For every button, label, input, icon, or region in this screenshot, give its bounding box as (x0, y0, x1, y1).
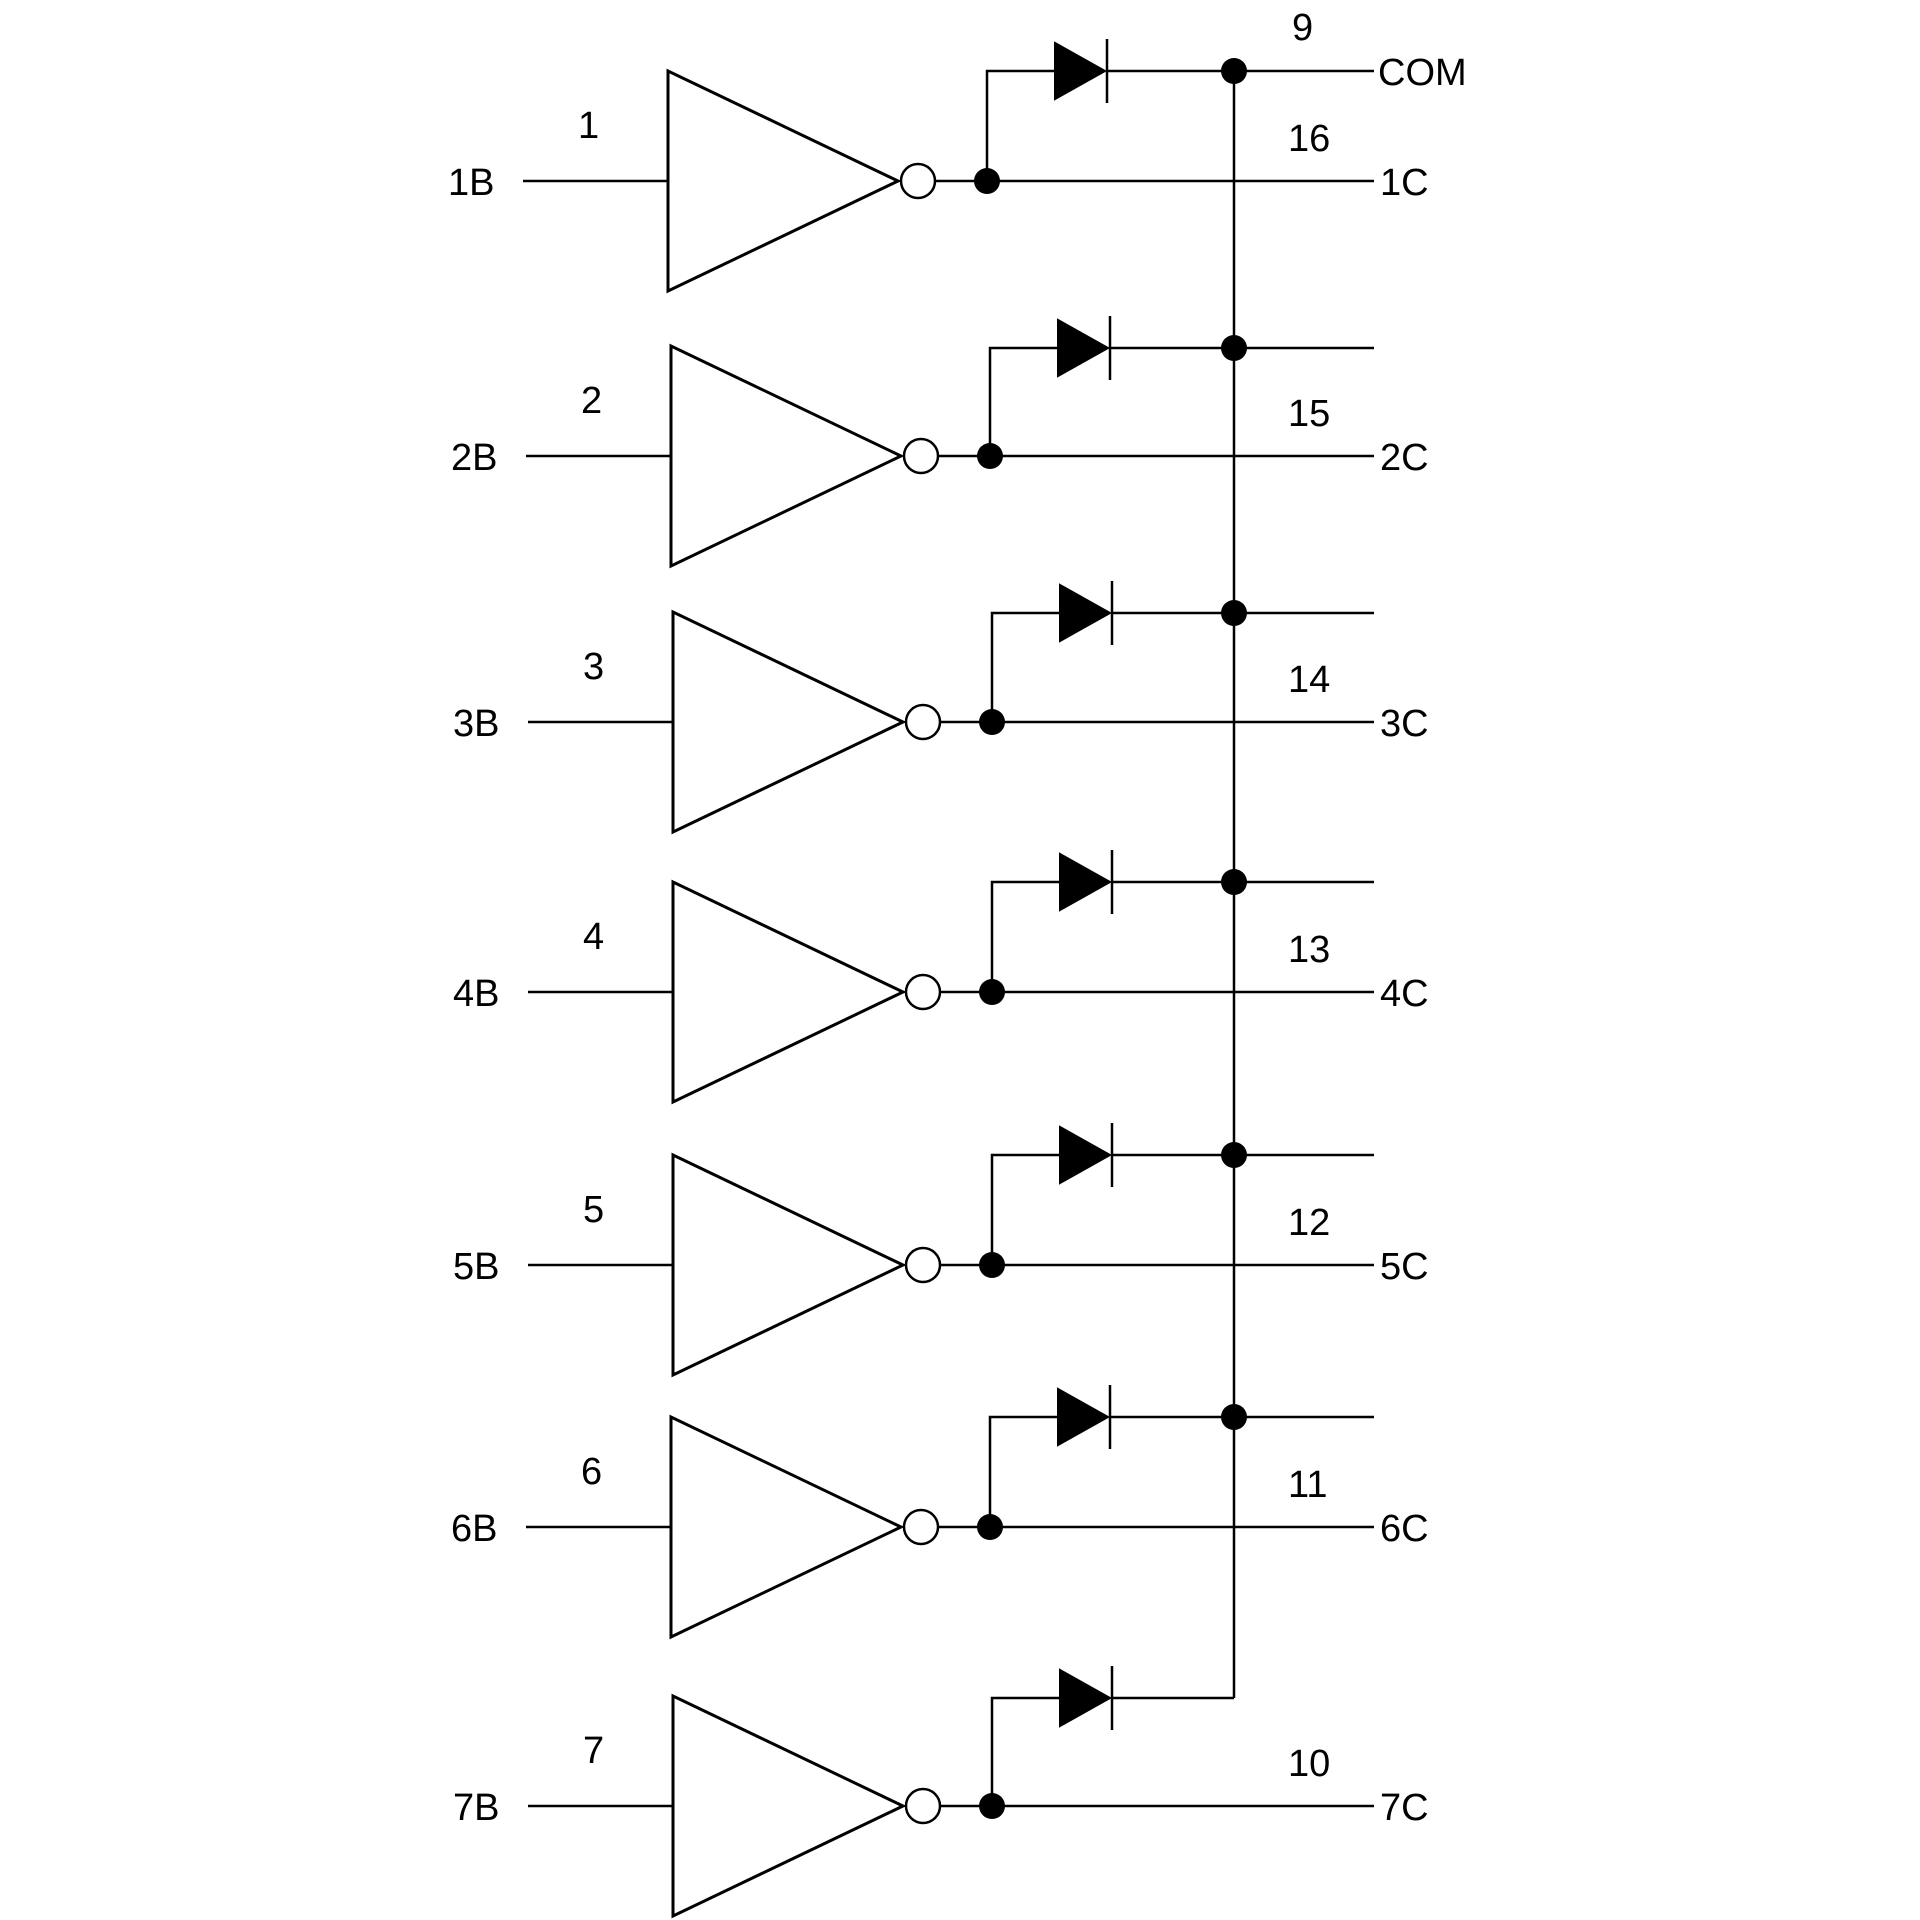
clamp-diode (1059, 583, 1113, 643)
inverter-buffer (671, 609, 907, 835)
inverter-buffer (669, 1414, 905, 1640)
inverter-buffer (671, 1693, 907, 1919)
output-pin-number: 12 (1288, 1202, 1330, 1244)
com-pin-number: 9 (1292, 7, 1313, 49)
input-pin-number: 3 (583, 646, 604, 688)
driver-channel-4: 4B 4 13 4C (453, 850, 1429, 1105)
clamp-branch-wire (990, 1153, 1060, 1265)
output-pin-number: 16 (1288, 118, 1330, 160)
input-label: 6B (451, 1508, 497, 1550)
input-label: 2B (451, 437, 497, 479)
inversion-bubble (904, 703, 942, 741)
inverter-buffer (669, 343, 905, 569)
com-label: COM (1378, 52, 1467, 94)
output-label: 2C (1380, 437, 1429, 479)
driver-channel-5: 5B 5 12 5C (453, 1123, 1429, 1378)
output-pin-number: 15 (1288, 393, 1330, 435)
inversion-bubble (904, 1246, 942, 1284)
clamp-branch-wire (985, 69, 1055, 181)
inverter-buffer (671, 1152, 907, 1378)
clamp-branch-wire (990, 880, 1060, 992)
clamp-diode (1057, 318, 1111, 378)
inverter-buffer (666, 68, 902, 294)
output-pin-number: 10 (1288, 1743, 1330, 1785)
input-pin-number: 5 (583, 1189, 604, 1231)
output-label: 3C (1380, 703, 1429, 745)
output-pin-number: 11 (1288, 1464, 1327, 1506)
inversion-bubble (902, 1508, 940, 1546)
driver-channel-1: 1B 1 16 1C (448, 39, 1429, 294)
clamp-diode (1059, 1125, 1113, 1185)
clamp-diode (1059, 1668, 1113, 1728)
inverter-buffer (671, 879, 907, 1105)
driver-channel-3: 3B 3 14 3C (453, 581, 1429, 835)
clamp-diode (1054, 41, 1108, 101)
input-label: 4B (453, 973, 499, 1015)
input-pin-number: 7 (583, 1730, 604, 1772)
output-label: 7C (1380, 1787, 1429, 1829)
input-pin-number: 1 (578, 105, 599, 147)
clamp-diode (1057, 1387, 1111, 1447)
inversion-bubble (902, 437, 940, 475)
output-label: 1C (1380, 162, 1429, 204)
clamp-branch-wire (988, 346, 1058, 456)
inversion-bubble (899, 162, 937, 200)
driver-channel-7: 7B 7 10 7C (453, 1666, 1429, 1919)
input-label: 3B (453, 703, 499, 745)
clamp-branch-wire (988, 1415, 1058, 1527)
output-label: 4C (1380, 973, 1429, 1015)
output-pin-number: 14 (1288, 659, 1330, 701)
input-pin-number: 6 (581, 1451, 602, 1493)
input-pin-number: 2 (581, 380, 602, 422)
input-label: 7B (453, 1787, 499, 1829)
driver-channels: 1B 1 16 1C 2B 2 15 2C 3B 3 14 3C 4B 4 13 4C 5B 5 12 5C 6B 6 11… (448, 39, 1429, 1919)
input-label: 1B (448, 162, 494, 204)
driver-channel-2: 2B 2 15 2C (451, 316, 1429, 569)
output-label: 5C (1380, 1246, 1429, 1288)
input-pin-number: 4 (583, 916, 604, 958)
output-label: 6C (1380, 1508, 1429, 1550)
output-pin-number: 13 (1288, 929, 1330, 971)
clamp-branch-wire (990, 611, 1060, 722)
inversion-bubble (904, 1787, 942, 1825)
inversion-bubble (904, 973, 942, 1011)
clamp-branch-wire (990, 1696, 1060, 1806)
driver-channel-6: 6B 6 11 6C (451, 1385, 1429, 1640)
input-label: 5B (453, 1246, 499, 1288)
clamp-diode (1059, 852, 1113, 912)
